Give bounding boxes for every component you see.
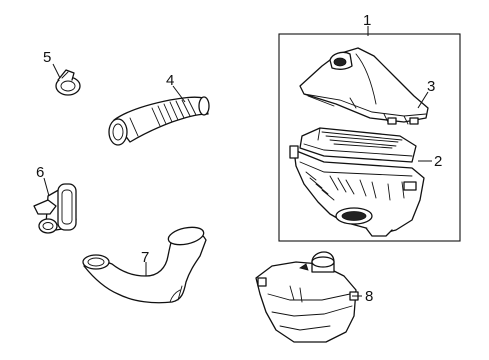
- part-5-clamp: [55, 69, 81, 96]
- part-7-duct: [82, 226, 207, 304]
- leader-3: [417, 91, 429, 109]
- leader-6: [43, 177, 50, 197]
- part-4-hose: [108, 96, 210, 146]
- callouts: 1 2 3 4 5 6 7 8: [36, 12, 442, 305]
- callout-1: 1: [363, 12, 371, 29]
- part-3-cap: [299, 47, 429, 125]
- part-1-housing: [289, 145, 425, 237]
- callout-5: 5: [43, 49, 51, 66]
- part-8-resonator: [255, 251, 359, 343]
- leader-4: [172, 85, 186, 103]
- callout-4: 4: [166, 72, 174, 89]
- callout-8: 8: [365, 288, 373, 305]
- part-2-filter: [299, 127, 417, 163]
- callout-3: 3: [427, 78, 435, 95]
- part-6-connector: [33, 183, 77, 234]
- leader-lines: [43, 26, 432, 297]
- callout-2: 2: [434, 153, 442, 170]
- assembly-box: [278, 33, 461, 242]
- leader-5: [52, 63, 61, 79]
- callout-7: 7: [141, 249, 149, 266]
- callout-6: 6: [36, 164, 44, 181]
